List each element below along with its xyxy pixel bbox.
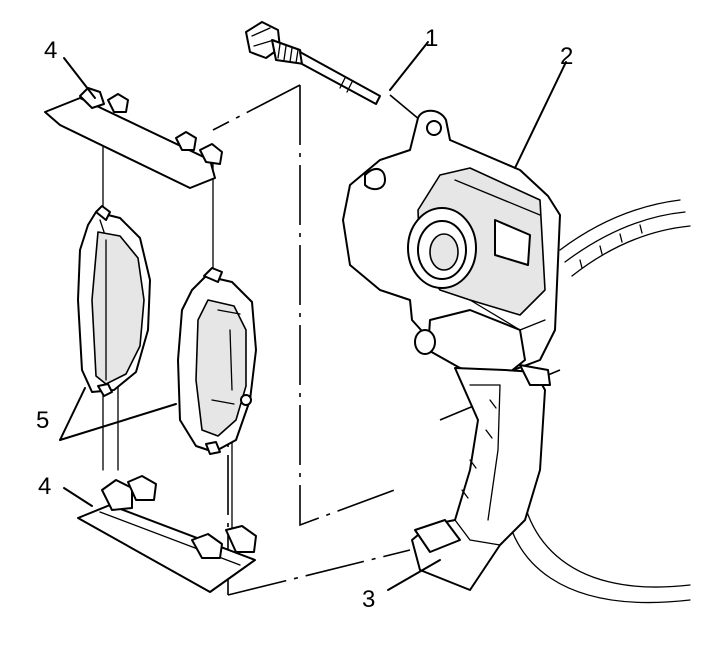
leader-lines (59, 41, 567, 591)
leader-line-4-lower (63, 487, 93, 507)
leader-line-5-inner (59, 403, 177, 441)
callout-3: 3 (362, 586, 375, 613)
callout-4-lower: 4 (38, 473, 51, 500)
leader-line-2 (514, 61, 567, 169)
leader-line-1 (389, 41, 429, 91)
callout-1: 1 (425, 25, 438, 52)
outer-brake-pad (77, 205, 151, 397)
leader-line-3 (387, 559, 441, 591)
inner-brake-pad (177, 267, 257, 455)
lower-pad-clip (77, 475, 257, 593)
leader-line-4-upper (63, 57, 96, 99)
callout-4-upper: 4 (44, 37, 57, 64)
caliper-housing (342, 109, 561, 381)
upper-pad-clip (44, 87, 223, 189)
caliper-bolt (245, 21, 381, 105)
callout-5: 5 (36, 407, 49, 434)
caliper-bracket (411, 364, 551, 591)
leader-line-5-outer (59, 387, 86, 441)
callout-2: 2 (560, 43, 573, 70)
